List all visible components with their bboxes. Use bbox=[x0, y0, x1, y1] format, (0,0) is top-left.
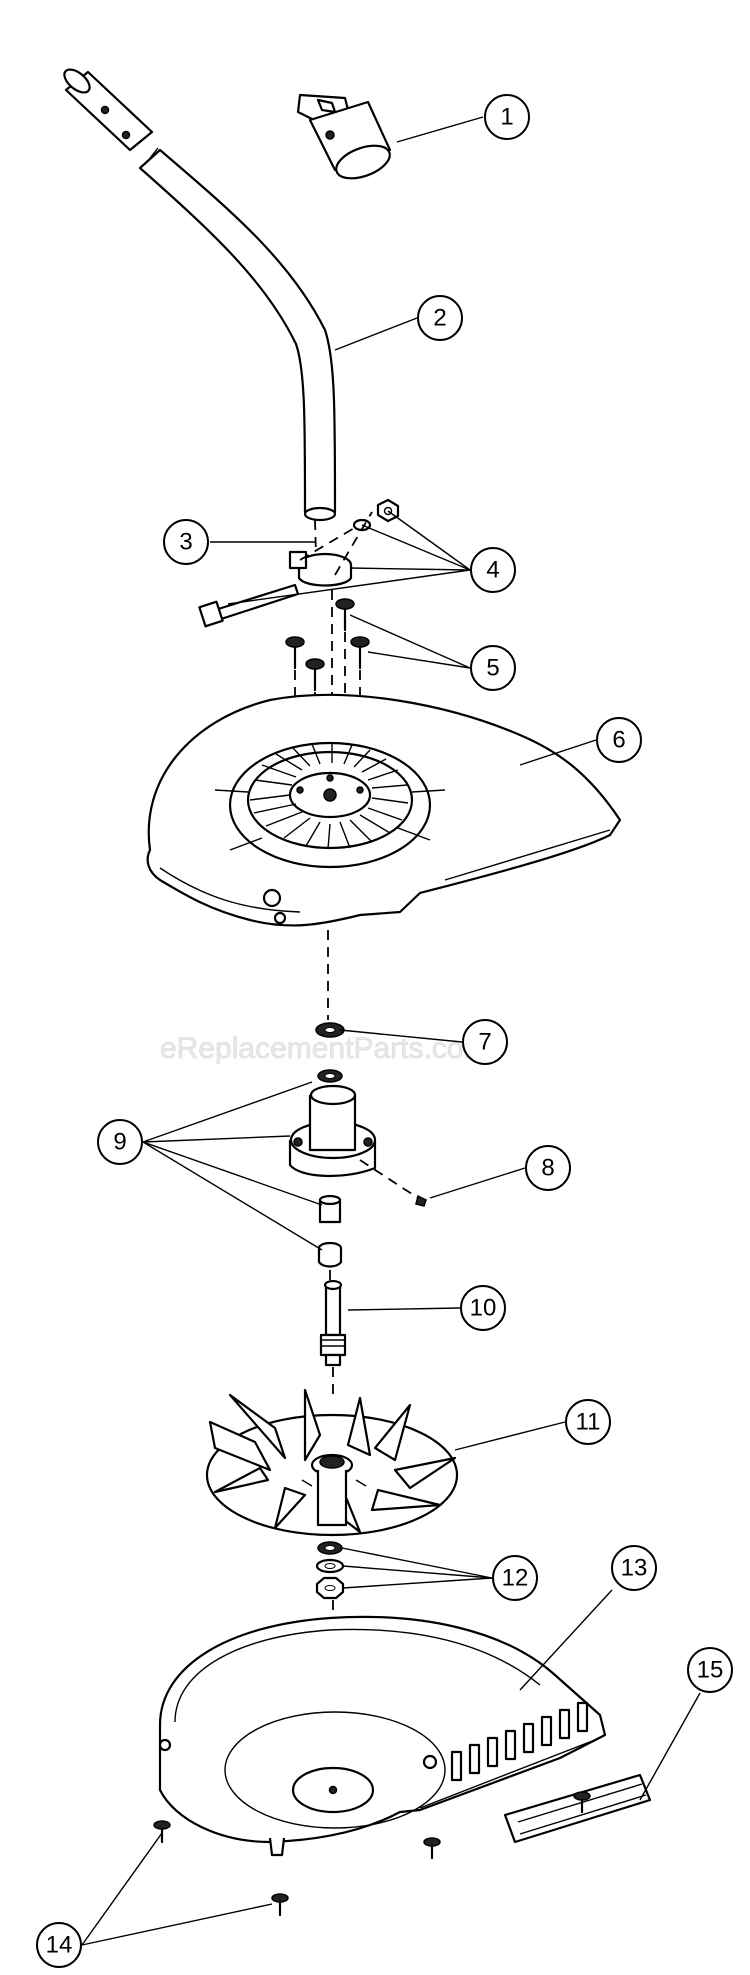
part-10-shaft bbox=[319, 1279, 347, 1367]
svg-text:14: 14 bbox=[46, 1932, 73, 1959]
callout-13: 13 bbox=[611, 1545, 657, 1591]
callout-1: 1 bbox=[484, 94, 530, 140]
part-2-tube bbox=[63, 68, 337, 522]
callout-11: 11 bbox=[565, 1399, 611, 1445]
part-14-screws bbox=[153, 1791, 591, 1917]
part-15-plate bbox=[503, 1773, 652, 1844]
part-13-lower-housing bbox=[158, 1615, 607, 1857]
part-6-upper-housing bbox=[146, 693, 622, 927]
callout-10: 10 bbox=[460, 1285, 506, 1331]
callout-14: 14 bbox=[36, 1922, 82, 1968]
svg-text:11: 11 bbox=[576, 1409, 601, 1436]
callout-15: 15 bbox=[687, 1647, 733, 1693]
callout-8: 8 bbox=[525, 1145, 571, 1191]
part-1-coupler bbox=[296, 93, 392, 180]
leader-lines bbox=[81, 116, 701, 1946]
svg-text:2: 2 bbox=[433, 305, 446, 332]
svg-text:13: 13 bbox=[621, 1555, 648, 1582]
part-8-screw bbox=[359, 1159, 427, 1207]
callout-6: 6 bbox=[596, 717, 642, 763]
svg-text:7: 7 bbox=[478, 1029, 491, 1056]
svg-text:12: 12 bbox=[502, 1565, 529, 1592]
svg-text:10: 10 bbox=[470, 1295, 497, 1322]
callout-7: 7 bbox=[462, 1019, 508, 1065]
callout-2: 2 bbox=[417, 295, 463, 341]
svg-text:6: 6 bbox=[612, 727, 625, 754]
callout-5: 5 bbox=[470, 645, 516, 691]
svg-text:9: 9 bbox=[113, 1129, 126, 1156]
part-3-clamp bbox=[288, 550, 353, 587]
part-11-impeller bbox=[205, 1388, 459, 1537]
callout-3: 3 bbox=[163, 519, 209, 565]
callout-9: 9 bbox=[97, 1119, 143, 1165]
callout-4: 4 bbox=[470, 547, 516, 593]
watermark-text: eReplacementParts.com bbox=[160, 1032, 488, 1065]
svg-text:15: 15 bbox=[697, 1657, 724, 1684]
svg-text:8: 8 bbox=[541, 1155, 554, 1182]
svg-text:4: 4 bbox=[486, 557, 499, 584]
svg-text:5: 5 bbox=[486, 655, 499, 682]
callout-12: 12 bbox=[492, 1555, 538, 1601]
part-9-bearing-assembly bbox=[288, 1069, 377, 1268]
svg-text:3: 3 bbox=[179, 529, 192, 556]
part-12-washers-nut bbox=[315, 1541, 345, 1600]
svg-text:1: 1 bbox=[500, 104, 513, 131]
part-5-screws bbox=[285, 598, 370, 692]
